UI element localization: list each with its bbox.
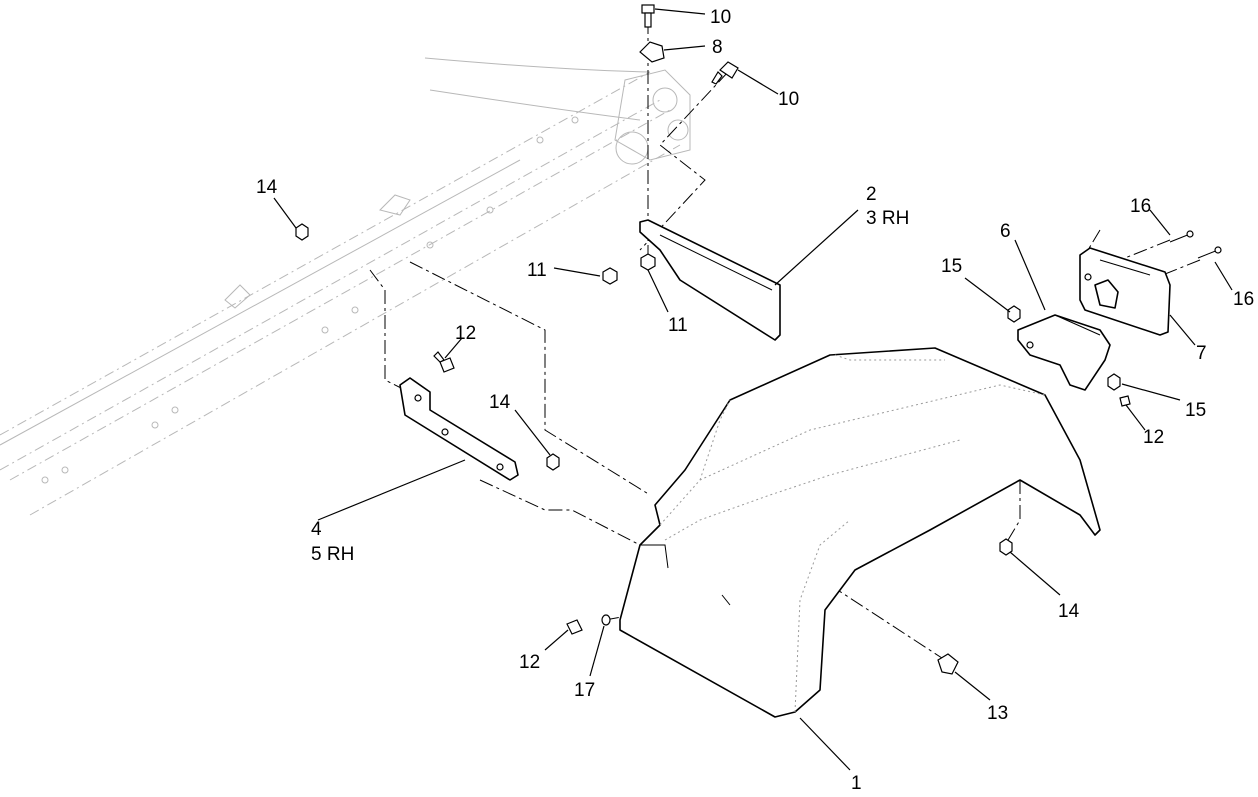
clamp-8 (639, 41, 665, 63)
callouts: 10 8 10 2 3 RH 11 11 14 12 14 4 5 RH 6 1… (256, 7, 1254, 794)
light-plate (1079, 247, 1171, 336)
nut-15-b (1107, 373, 1121, 391)
callout-17: 17 (574, 680, 595, 701)
callout-14-fender: 14 (1058, 601, 1080, 622)
bolt-13 (937, 653, 959, 675)
callout-2: 2 (866, 184, 877, 205)
callout-5-rh: 5 RH (311, 544, 354, 565)
callout-4: 4 (311, 519, 322, 540)
callout-14-frame: 14 (256, 177, 278, 198)
leader-lines (273, 8, 1233, 771)
nut-11-left (602, 267, 618, 285)
callout-7: 7 (1196, 343, 1207, 364)
callout-12-fender: 12 (519, 652, 540, 673)
bracket-arm-lower (399, 377, 519, 481)
callout-14-bracket: 14 (489, 392, 511, 413)
callout-13: 13 (987, 703, 1008, 724)
callout-10-side: 10 (778, 89, 799, 110)
callout-15-right: 15 (1185, 400, 1206, 421)
nut-14-c (999, 538, 1013, 556)
callout-10-top: 10 (710, 7, 731, 28)
callout-16-right: 16 (1233, 289, 1254, 310)
nut-14-b (546, 453, 560, 471)
callout-15-top: 15 (941, 256, 962, 277)
callout-11-right: 11 (668, 315, 688, 336)
callout-1: 1 (851, 773, 862, 794)
frame-rail-ghost (0, 57, 681, 516)
bolt-12-b (566, 619, 583, 635)
light-bracket (1017, 314, 1111, 391)
callout-8: 8 (712, 37, 723, 58)
hardware (295, 4, 1222, 675)
bolt-10-side (719, 61, 739, 79)
washer-17 (601, 614, 611, 626)
callout-6: 6 (1000, 221, 1011, 242)
callout-12-bracket: 12 (455, 323, 476, 344)
callout-3-rh: 3 RH (866, 208, 909, 229)
frame-mount-block (614, 69, 691, 165)
callout-12-light: 12 (1143, 427, 1164, 448)
callout-11-left: 11 (527, 260, 547, 281)
nut-14-a (295, 223, 309, 241)
bolt-12-a (439, 357, 455, 373)
nut-15-a (1007, 305, 1021, 323)
fender (619, 347, 1101, 718)
bracket-plate-upper (639, 219, 781, 341)
nut-11-right (640, 253, 656, 271)
callout-16-top: 16 (1130, 196, 1151, 217)
bolt-10-top (641, 4, 655, 14)
